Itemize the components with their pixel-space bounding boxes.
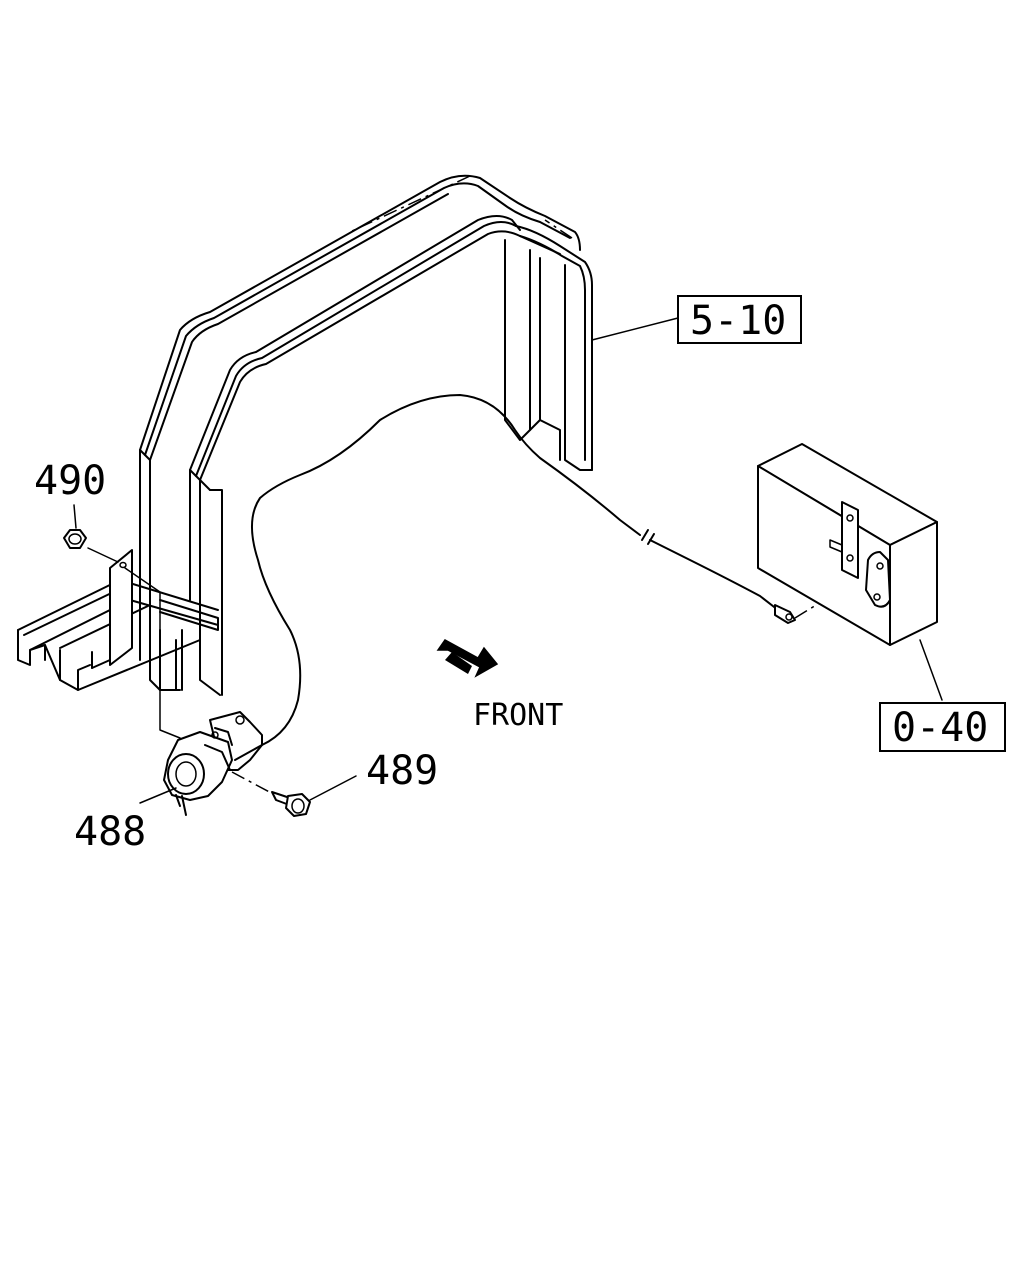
front-arrow-icon xyxy=(436,639,499,678)
wiring-harness xyxy=(250,394,879,746)
ref-label-0-40: 0-40 xyxy=(892,705,988,751)
mounting-bracket xyxy=(91,549,133,669)
part-label-488: 488 xyxy=(74,809,146,855)
nut-490-icon xyxy=(63,529,119,563)
ref-box-5-10 xyxy=(677,295,802,344)
ref-box-0-40 xyxy=(879,702,1006,752)
bolt-489-icon xyxy=(271,775,357,817)
chassis-rail xyxy=(17,579,219,691)
front-label: FRONT xyxy=(473,698,563,733)
control-unit-box xyxy=(757,443,943,701)
wheel-housing-frame xyxy=(139,174,593,696)
sensor-488-icon xyxy=(163,711,276,816)
part-label-489: 489 xyxy=(366,748,438,794)
ref-label-5-10: 5-10 xyxy=(690,298,786,344)
part-label-490: 490 xyxy=(34,458,106,504)
